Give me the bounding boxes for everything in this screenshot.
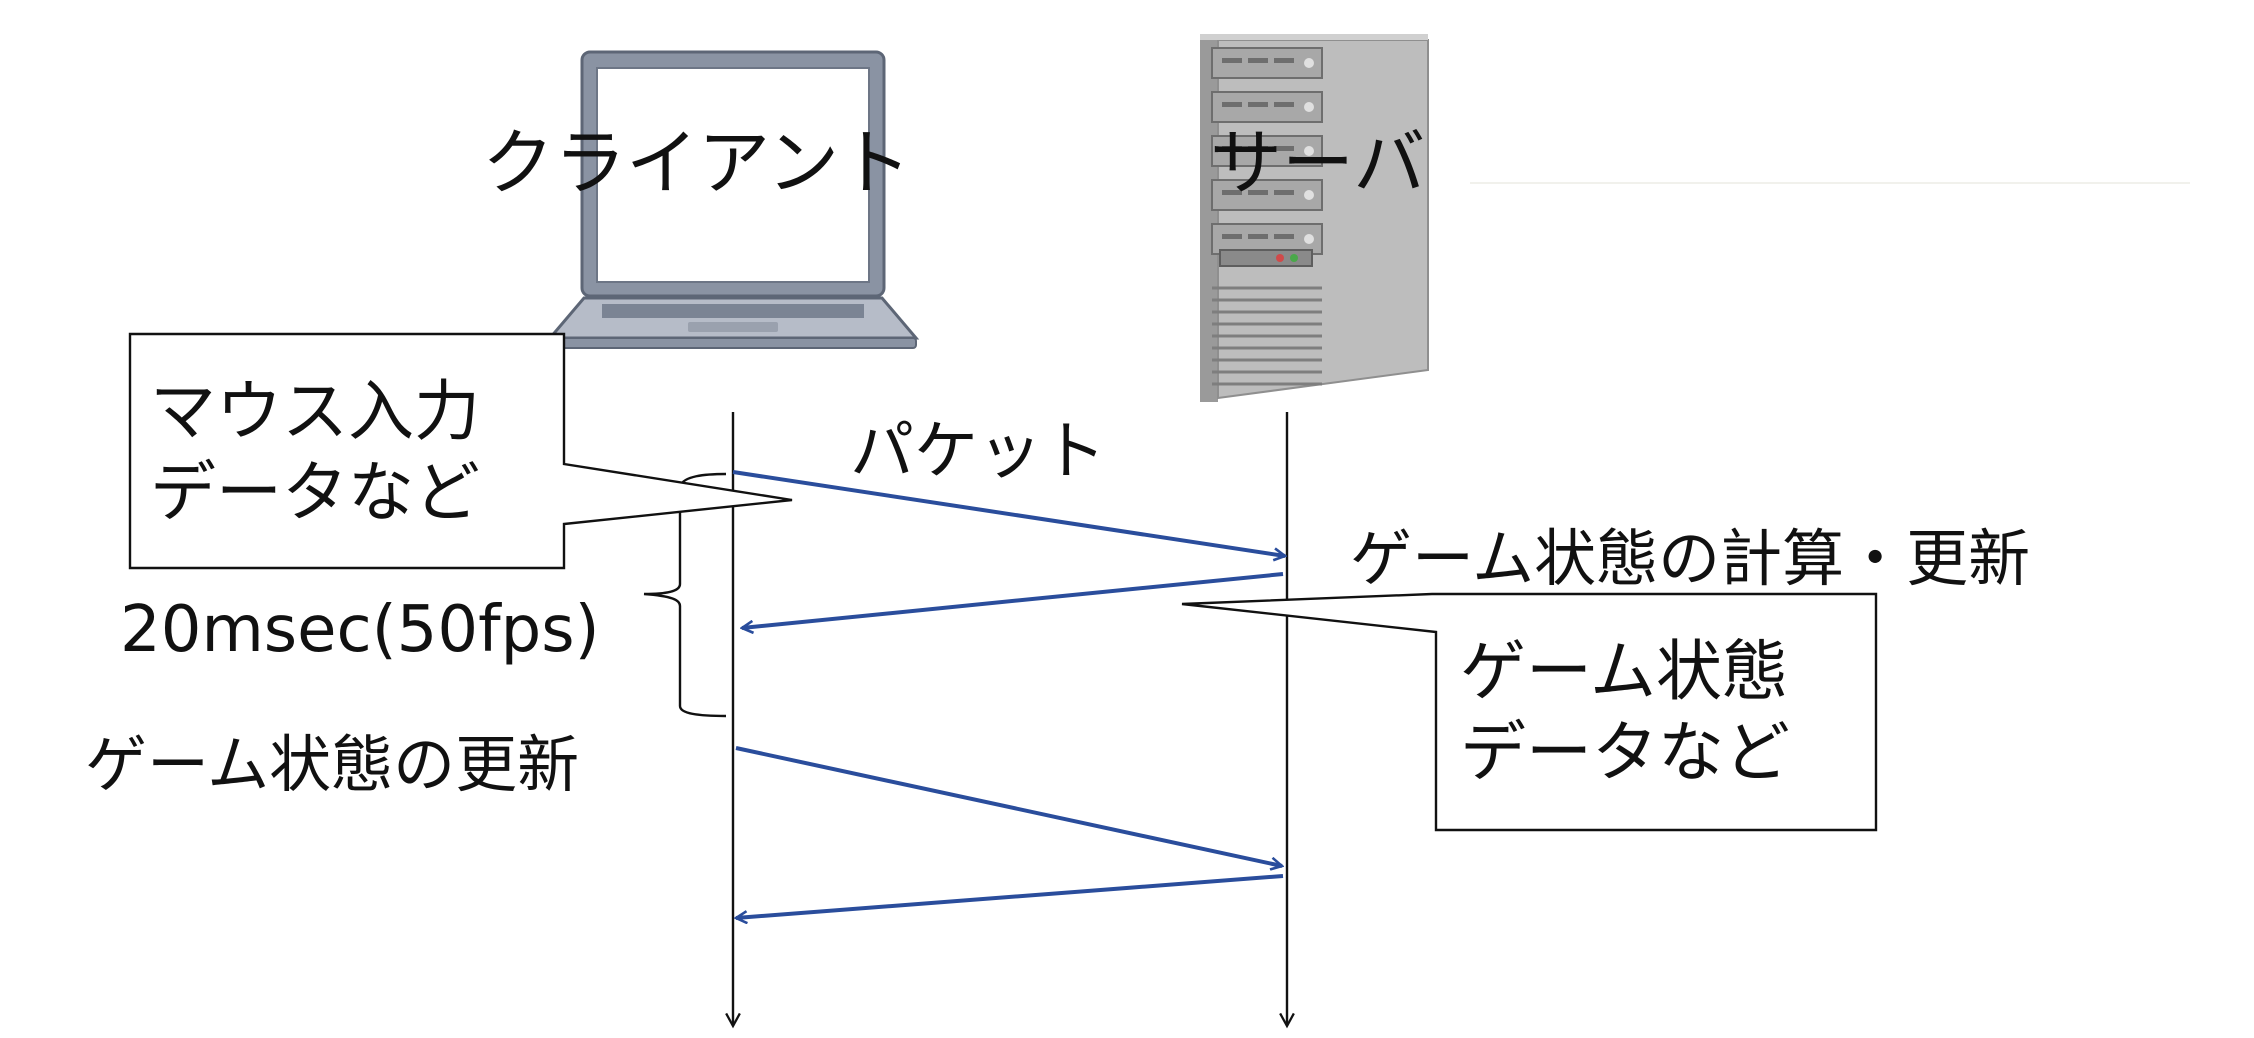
server-to-client-arrow: [742, 572, 1284, 628]
client-update-label: ゲーム状態の更新: [85, 728, 580, 801]
interval-brace: [643, 472, 727, 718]
client-data-line1: マウス入力: [150, 373, 480, 450]
server-to-client-arrow: [736, 874, 1284, 918]
client-to-server-arrow: [735, 746, 1282, 866]
server-label: サーバ: [1210, 121, 1426, 205]
server-process-label: ゲーム状態の計算・更新: [1350, 522, 2031, 595]
client-to-server-arrow: [732, 470, 1285, 556]
laptop-icon: [546, 50, 920, 349]
client-data-callout: [128, 332, 793, 570]
server-data-line1: ゲーム状態: [1460, 633, 1789, 710]
interval-label: 20msec(50fps): [120, 593, 600, 667]
client-data-text: マウス入力 データなど: [150, 372, 480, 533]
server-data-line2: データなど: [1460, 713, 1790, 791]
client-data-line2: データなど: [150, 453, 480, 531]
client-label: クライアント: [482, 121, 912, 205]
server-data-text: ゲーム状態 データなど: [1460, 632, 1790, 793]
server-data-callout: [1181, 592, 1878, 832]
server-tower-icon: [1200, 34, 1429, 402]
packet-label: パケット: [850, 415, 1106, 489]
